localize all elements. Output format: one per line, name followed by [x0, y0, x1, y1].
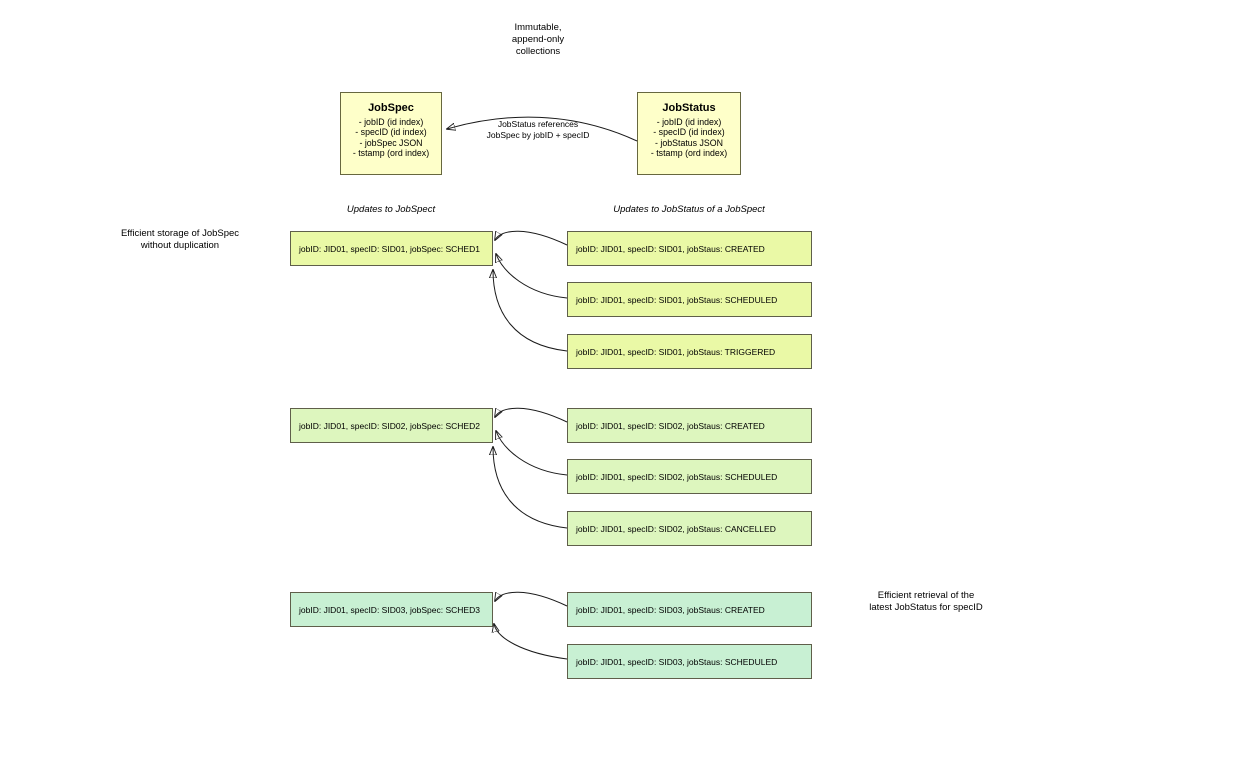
- spec-record-sid02: jobID: JID01, specID: SID02, jobSpec: SC…: [290, 408, 493, 443]
- status-record-sid02-scheduled: jobID: JID01, specID: SID02, jobStaus: S…: [567, 459, 812, 494]
- jobstatus-field-tstamp: - tstamp (ord index): [650, 148, 728, 159]
- status-record-sid01-created: jobID: JID01, specID: SID01, jobStaus: C…: [567, 231, 812, 266]
- spec-record-sid03: jobID: JID01, specID: SID03, jobSpec: SC…: [290, 592, 493, 627]
- status-record-sid01-triggered: jobID: JID01, specID: SID01, jobStaus: T…: [567, 334, 812, 369]
- jobstatus-field-specid: - specID (id index): [653, 127, 725, 138]
- status-to-spec-arrow-1-1: [495, 231, 568, 246]
- status-record-sid01-scheduled: jobID: JID01, specID: SID01, jobStaus: S…: [567, 282, 812, 317]
- left-column-header: Updates to JobSpect: [346, 204, 436, 215]
- spec-record-sid01: jobID: JID01, specID: SID01, jobSpec: SC…: [290, 231, 493, 266]
- status-to-spec-arrow-1-2: [496, 254, 568, 299]
- jobstatus-title: JobStatus: [662, 102, 716, 114]
- jobspec-collection-box: JobSpec - jobID (id index) - specID (id …: [340, 92, 442, 175]
- jobspec-field-tstamp: - tstamp (ord index): [352, 148, 430, 159]
- status-to-spec-arrow-2-1: [495, 408, 568, 423]
- jobstatus-collection-box: JobStatus - jobID (id index) - specID (i…: [637, 92, 741, 175]
- status-to-spec-arrow-3-2: [494, 624, 568, 660]
- status-record-sid02-created: jobID: JID01, specID: SID02, jobStaus: C…: [567, 408, 812, 443]
- jobspec-field-jobid: - jobID (id index): [358, 117, 424, 127]
- reference-arrow-label: JobStatus references JobSpec by jobID + …: [486, 119, 590, 140]
- jobstatus-field-jobid: - jobID (id index): [656, 117, 722, 127]
- status-to-spec-arrow-2-2: [496, 431, 568, 476]
- status-record-sid02-cancelled: jobID: JID01, specID: SID02, jobStaus: C…: [567, 511, 812, 546]
- retrieval-annotation: Efficient retrieval of the latest JobSta…: [869, 590, 983, 613]
- jobspec-title: JobSpec: [368, 102, 414, 114]
- storage-annotation: Efficient storage of JobSpec without dup…: [120, 228, 240, 251]
- status-to-spec-arrow-1-3: [493, 270, 568, 352]
- status-record-sid03-scheduled: jobID: JID01, specID: SID03, jobStaus: S…: [567, 644, 812, 679]
- status-to-spec-arrow-2-3: [493, 447, 568, 529]
- status-to-spec-arrow-3-1: [495, 592, 568, 607]
- status-record-sid03-created: jobID: JID01, specID: SID03, jobStaus: C…: [567, 592, 812, 627]
- jobspec-field-specid: - specID (id index): [355, 127, 427, 138]
- immutable-collections-note: Immutable, append-only collections: [511, 22, 565, 57]
- jobspec-field-json: - jobSpec JSON: [359, 137, 423, 148]
- right-column-header: Updates to JobStatus of a JobSpect: [613, 204, 765, 215]
- jobstatus-field-json: - jobStatus JSON: [655, 137, 723, 148]
